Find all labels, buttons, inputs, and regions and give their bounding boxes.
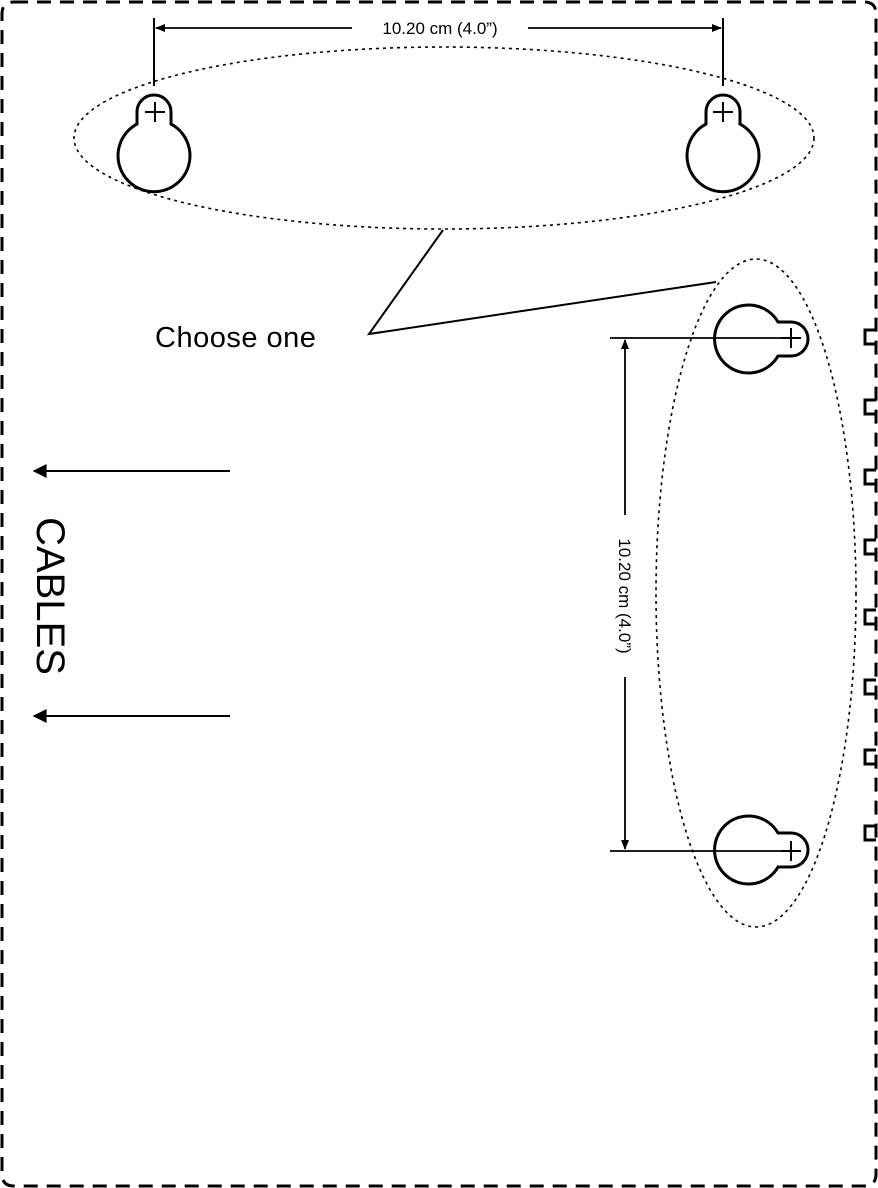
vertical-option-ellipse (656, 259, 856, 927)
vertical-dimension-label: 10.20 cm (4.0”) (615, 538, 634, 653)
edge-tabs (865, 330, 876, 840)
cables-label: CABLES (28, 517, 72, 675)
cables-indicator: CABLES (28, 471, 230, 716)
choose-one-label: Choose one (155, 322, 316, 354)
keyhole-slot-upper (715, 305, 808, 373)
horizontal-dimension-label: 10.20 cm (4.0”) (382, 19, 497, 38)
vertical-dimension: 10.20 cm (4.0”) (610, 338, 791, 851)
horizontal-dimension: 10.20 cm (4.0”) (154, 18, 723, 86)
choose-one-callout: Choose one (155, 230, 716, 354)
keyhole-slot-top-right (687, 95, 759, 192)
keyhole-slot-top-left (118, 95, 190, 192)
keyhole-slot-lower (715, 816, 808, 884)
